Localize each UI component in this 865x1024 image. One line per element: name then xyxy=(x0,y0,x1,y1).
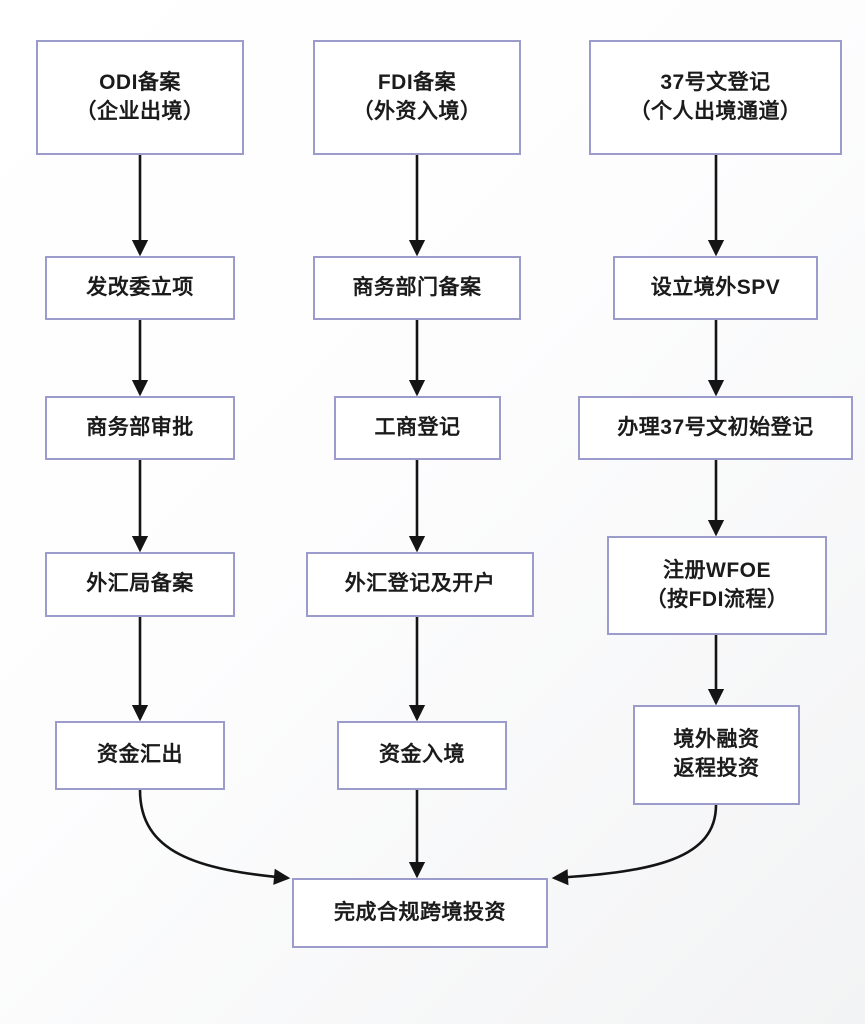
node-mofcom-approval-label: 商务部审批 xyxy=(86,415,194,439)
node-funds-outbound-label: 资金汇出 xyxy=(97,743,183,767)
node-ndrc-filing-label: 发改委立项 xyxy=(86,275,194,299)
node-business-registration-label: 工商登记 xyxy=(374,415,461,439)
node-ndrc-filing[interactable]: 发改委立项 xyxy=(45,256,235,320)
node-offshore-financing-line1: 境外融资 xyxy=(673,728,760,752)
node-register-wfoe-line1: 注册WFOE xyxy=(663,558,771,582)
node-funds-inbound-label: 资金入境 xyxy=(379,743,465,767)
edge-odi-5-to-final xyxy=(138,789,291,885)
node-odi-entry-line2: （企业出境） xyxy=(75,99,205,123)
node-safe-filing[interactable]: 外汇局备案 xyxy=(45,552,235,617)
node-mofcom-approval[interactable]: 商务部审批 xyxy=(45,396,235,460)
node-fdi-entry[interactable]: FDI备案 （外资入境） xyxy=(313,40,521,155)
node-funds-outbound[interactable]: 资金汇出 xyxy=(55,721,225,790)
node-register-wfoe-line2: （按FDI流程） xyxy=(645,587,789,611)
node-offshore-financing-return-investment[interactable]: 境外融资 返程投资 xyxy=(633,705,800,805)
node-safe-filing-label: 外汇局备案 xyxy=(86,572,194,596)
node-mofcom-record[interactable]: 商务部门备案 xyxy=(313,256,521,320)
node-register-wfoe[interactable]: 注册WFOE （按FDI流程） xyxy=(607,536,827,635)
node-final-label: 完成合规跨境投资 xyxy=(334,900,506,924)
node-fdi-entry-line2: （外资入境） xyxy=(352,99,482,123)
node-odi-entry[interactable]: ODI备案 （企业出境） xyxy=(36,40,244,155)
node-offshore-spv[interactable]: 设立境外SPV xyxy=(613,256,818,320)
node-mofcom-record-label: 商务部门备案 xyxy=(352,275,482,299)
node-forex-registration-account-label: 外汇登记及开户 xyxy=(344,572,496,596)
node-offshore-spv-label: 设立境外SPV xyxy=(650,275,781,299)
node-funds-inbound[interactable]: 资金入境 xyxy=(337,721,507,790)
node-forex-registration-account[interactable]: 外汇登记及开户 xyxy=(306,552,534,617)
node-doc37-initial-registration[interactable]: 办理37号文初始登记 xyxy=(578,396,853,460)
node-doc37-entry[interactable]: 37号文登记 （个人出境通道） xyxy=(589,40,842,155)
node-fdi-entry-line1: FDI备案 xyxy=(377,70,457,94)
node-doc37-entry-line2: （个人出境通道） xyxy=(629,99,802,123)
edge-d37-5-to-final xyxy=(551,804,718,886)
node-offshore-financing-line2: 返程投资 xyxy=(673,757,760,780)
node-odi-entry-line1: ODI备案 xyxy=(99,70,181,94)
node-business-registration[interactable]: 工商登记 xyxy=(334,396,501,460)
node-final-compliant-cross-border-investment[interactable]: 完成合规跨境投资 xyxy=(292,878,548,948)
node-doc37-initial-registration-label: 办理37号文初始登记 xyxy=(617,415,814,439)
node-doc37-entry-line1: 37号文登记 xyxy=(660,70,771,94)
